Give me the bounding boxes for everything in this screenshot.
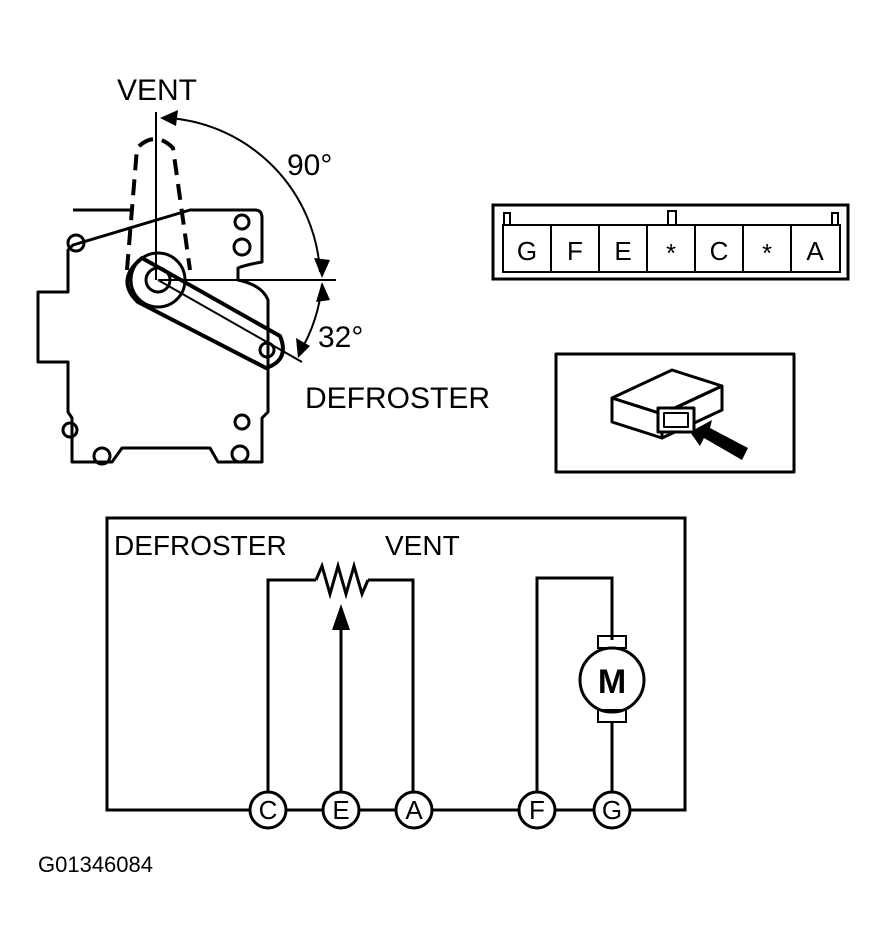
mount-hole-tr2 (232, 237, 252, 257)
connector-pin-4: * (666, 238, 676, 268)
wire-motor-f (535, 576, 614, 792)
connector-key-mid (667, 210, 677, 226)
angle-arc-90 (169, 117, 321, 273)
figure-code: G01346084 (38, 852, 153, 877)
mount-hole-bl2 (92, 446, 112, 466)
connector-key-right (831, 212, 839, 226)
terminal-g (592, 790, 632, 830)
circuit-defroster-label: DEFROSTER (114, 530, 287, 561)
circuit-box (105, 516, 687, 812)
defroster-reference-line (157, 279, 303, 363)
arc-arrowhead-top (160, 110, 178, 126)
actuator-defroster-label: DEFROSTER (305, 382, 490, 415)
terminal-label-f: F (529, 795, 545, 825)
mount-hole-tr (233, 213, 251, 231)
actuator-housing (36, 208, 270, 464)
terminal-a (394, 790, 434, 830)
motor-icon (578, 646, 646, 714)
mount-hole-br (233, 413, 251, 431)
terminal-label-a: A (405, 795, 423, 825)
terminal-f (517, 790, 557, 830)
terminal-label-e: E (332, 795, 349, 825)
mount-hole-tl (66, 233, 86, 253)
angle-label-90: 90° (287, 149, 332, 182)
wiper-arrow-icon (332, 604, 350, 630)
connector-pin-3: E (614, 236, 631, 266)
mount-hole-br2 (230, 444, 250, 464)
lever-vent-position (125, 137, 192, 271)
terminal-c (248, 790, 288, 830)
arc-arrowhead-low2 (296, 338, 310, 358)
potentiometer-resistor (314, 560, 370, 600)
arc-arrowhead-low1 (316, 282, 330, 302)
circuit-schematic (105, 516, 687, 830)
actuator-drawing (36, 110, 336, 466)
arc-arrowhead-mid (314, 258, 330, 278)
connector-plug-inner (663, 412, 689, 428)
connector-view-frame (554, 352, 796, 474)
connector-view-icon (554, 352, 796, 474)
terminal-label-c: C (259, 795, 278, 825)
wire-pot-a (368, 578, 415, 792)
terminal-e (321, 790, 361, 830)
connector-pin-6: * (762, 238, 772, 268)
connector-face (491, 203, 850, 281)
circuit-vent-label: VENT (385, 530, 460, 561)
lever-defroster-position (125, 256, 285, 370)
connector-body-front (610, 396, 664, 440)
motor-label: M (598, 663, 626, 701)
connector-pin-2: F (567, 236, 583, 266)
mount-hole-bl (61, 421, 79, 439)
connector-pin-7: A (806, 236, 824, 266)
connector-pin-5: C (710, 236, 729, 266)
actuator-vent-label: VENT (117, 74, 197, 107)
angle-label-32: 32° (318, 321, 363, 354)
connector-pin-1: G (517, 236, 537, 266)
connector-outline (491, 203, 850, 281)
terminal-label-g: G (602, 795, 622, 825)
wire-pot-c (266, 578, 316, 792)
view-direction-arrow-icon (690, 420, 748, 460)
connector-key-left (503, 212, 511, 226)
